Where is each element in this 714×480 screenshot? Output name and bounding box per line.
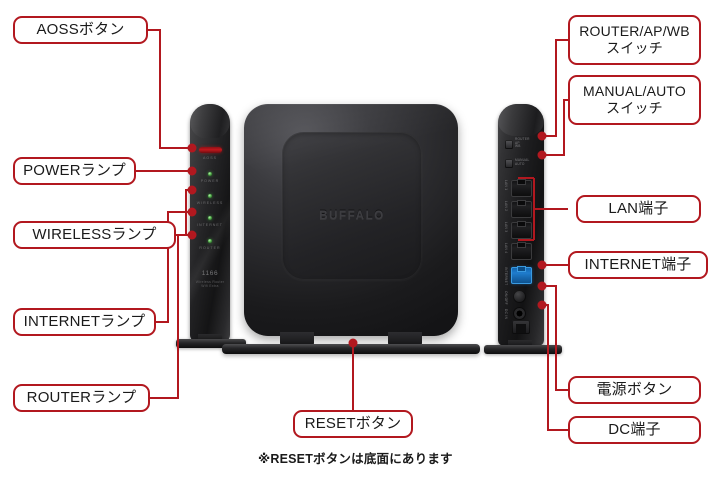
router-right-body: ROUTER AP WB MANUAL AUTO LAN 1 LAN 2 LAN… [498, 104, 544, 346]
router-left-body: AOSS POWER WIRELESS INTERNET ROUTER 1166… [190, 104, 230, 342]
lan3-label: LAN 3 [504, 222, 508, 233]
internet-port-label: INTERNET [504, 267, 508, 286]
power-caption: POWER [200, 179, 220, 183]
lan-port-4[interactable] [511, 242, 532, 260]
router-right-stand [484, 345, 562, 354]
callout-lan-port[interactable]: LAN端子 [576, 195, 701, 223]
dc-port-hardware[interactable] [513, 307, 526, 320]
wireless-caption: WIRELESS [196, 201, 224, 205]
lan-port-1[interactable] [511, 179, 532, 197]
callout-wireless-lamp[interactable]: WIRELESSランプ [13, 221, 176, 249]
internet-led [208, 216, 212, 220]
router-front-stand [222, 344, 480, 354]
callout-manual-auto-switch[interactable]: MANUAL/AUTO スイッチ [568, 75, 701, 125]
router-front-panel: BUFFALO [282, 132, 422, 280]
aoss-button-hardware[interactable] [199, 147, 222, 153]
lan-port-3[interactable] [511, 221, 532, 239]
router-ap-wb-switch-label: ROUTER AP WB [515, 137, 530, 149]
router-side-view-left: AOSS POWER WIRELESS INTERNET ROUTER 1166… [176, 96, 246, 364]
manual-auto-switch-label: MANUAL AUTO [515, 158, 530, 166]
callout-internet-port[interactable]: INTERNET端子 [568, 251, 708, 279]
power-button-hardware[interactable] [513, 290, 526, 303]
router-left-sheen [190, 146, 230, 342]
callout-reset-button[interactable]: RESETボタン [293, 410, 413, 438]
router-side-view-right: ROUTER AP WB MANUAL AUTO LAN 1 LAN 2 LAN… [484, 96, 562, 368]
lan1-label: LAN 1 [504, 180, 508, 191]
router-front-foot-right [388, 332, 422, 346]
lan-port-2[interactable] [511, 200, 532, 218]
internet-port[interactable] [511, 266, 532, 284]
reset-button-note: ※RESETボタンは底面にあります [258, 452, 453, 466]
internet-caption: INTERNET [197, 223, 223, 227]
lan4-label: LAN 4 [504, 243, 508, 254]
router-left-stand [176, 339, 246, 348]
callout-power-lamp[interactable]: POWERランプ [13, 157, 136, 185]
wireless-led [208, 194, 212, 198]
aoss-caption: AOSS [203, 156, 217, 160]
power-led [208, 172, 212, 176]
router-right-neck [508, 340, 532, 349]
manual-auto-switch-hardware[interactable] [505, 159, 513, 168]
router-front-view: BUFFALO [222, 104, 480, 362]
buffalo-logo: BUFFALO [319, 210, 385, 222]
model-subtitle: Wireless Router Wifi Extra [195, 280, 225, 288]
callout-router-ap-wb-switch[interactable]: ROUTER/AP/WB スイッチ [568, 15, 701, 65]
callout-dc-port[interactable]: DC端子 [568, 416, 701, 444]
lan2-label: LAN 2 [504, 201, 508, 212]
callout-router-lamp[interactable]: ROUTERランプ [13, 384, 150, 412]
cable-clip [512, 320, 530, 334]
router-ap-wb-switch-hardware[interactable] [505, 140, 513, 149]
router-led [208, 239, 212, 243]
power-button-label: ON/OFF [504, 291, 508, 305]
dc-port-label: DC IN [504, 309, 508, 320]
router-front-body: BUFFALO [244, 104, 458, 336]
callout-power-button[interactable]: 電源ボタン [568, 376, 701, 404]
router-front-foot-left [280, 332, 314, 346]
router-left-neck [198, 334, 222, 343]
model-number: 1166 [201, 270, 219, 277]
callout-internet-lamp[interactable]: INTERNETランプ [13, 308, 156, 336]
callout-aoss-button[interactable]: AOSSボタン [13, 16, 148, 44]
router-right-top-cap [498, 104, 544, 136]
router-left-top-cap [190, 104, 230, 138]
router-caption: ROUTER [199, 246, 221, 250]
